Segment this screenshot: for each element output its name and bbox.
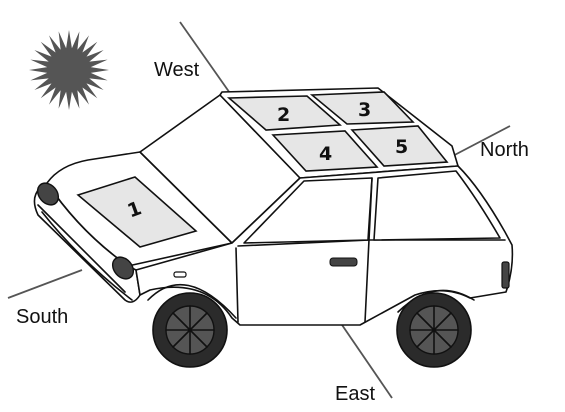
car-front-bumper <box>37 204 126 293</box>
car-headlight-left <box>36 182 60 206</box>
car-rear-light <box>501 261 510 289</box>
panel-label-4: 4 <box>319 143 332 165</box>
north-south-axis-left <box>7 269 83 299</box>
car-headlight-right <box>111 256 135 280</box>
panel-label-3: 3 <box>358 99 371 121</box>
car-front-wheel <box>152 292 228 368</box>
car-rear-window <box>373 170 501 241</box>
car-side-marker <box>173 271 187 278</box>
sun-icon <box>29 30 109 110</box>
car-front <box>33 182 141 303</box>
car-door-handle <box>329 257 358 267</box>
west-east-axis-bottom <box>339 321 393 399</box>
solar-panel-1 <box>76 176 198 248</box>
panel-label-5: 5 <box>395 136 408 158</box>
car-front-wheel-arch <box>147 283 237 319</box>
label-north: North <box>480 139 529 161</box>
car-rear-wheel <box>396 292 472 368</box>
north-south-axis-right <box>444 125 511 161</box>
solar-panel-4 <box>271 130 379 172</box>
label-south: South <box>16 306 68 328</box>
car-front-door-edge <box>235 247 239 323</box>
label-west: West <box>154 59 200 81</box>
car-front-grille <box>41 211 133 301</box>
solar-panels <box>76 91 449 248</box>
panel-label-2: 2 <box>277 104 290 126</box>
solar-panel-3 <box>309 91 415 125</box>
car-side-crease <box>237 239 506 247</box>
car-door-seam <box>364 177 373 323</box>
west-east-axis-top <box>179 21 233 97</box>
solar-panel-2 <box>226 95 342 131</box>
solar-panel-5 <box>350 125 449 167</box>
label-east: East <box>335 383 375 405</box>
car <box>33 87 514 368</box>
